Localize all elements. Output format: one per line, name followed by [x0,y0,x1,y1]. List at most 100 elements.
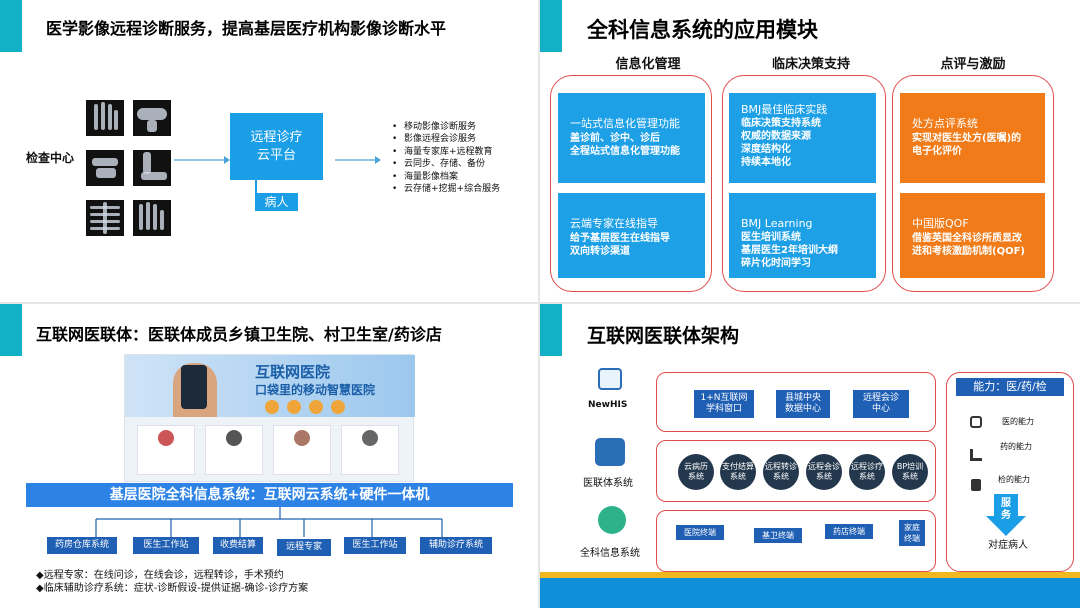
module-card-line: 进和考核激励机制(QOF) [912,246,1025,257]
slide-title: 互联网医联体：医联体成员乡镇卫生院、村卫生室/药诊店 [36,325,442,344]
xray-pelvis-image [133,100,171,136]
left-label-newhis: NewHIS [588,400,628,410]
module-card-line: 临床决策支持系统 [741,118,821,129]
system-pharmacy-warehouse: 药房仓库系统 [47,537,117,554]
drug-ability-icon [970,449,982,461]
slide-divider-horizontal [0,302,1080,304]
row2-item: 支付结算 系统 [720,454,756,490]
left-label-alliance: 医联体系统 [583,478,633,489]
notes: ◆远程专家：在线问诊，在线会诊，远程转诊，手术预约 ◆临床辅助诊疗系统：症状-诊… [36,569,308,595]
module-card-line: 基层医生2年培训大纲 [741,245,838,256]
footer-accent [540,572,1080,578]
banner-subtitle: 口袋里的移动智慧医院 [255,383,376,397]
doctor-card [137,425,195,475]
module-card-line: 碎片化时间学习 [741,258,811,269]
xray-hand2-image [133,200,171,236]
module-card-line: 双向转诊渠道 [570,246,630,257]
bullet-item: 影像远程会诊服务 [392,133,500,145]
service-arrow-icon [986,494,1026,536]
main-system-bar: 基层医院全科信息系统：互联网云系统+硬件一体机 [26,483,513,507]
column-outline [892,75,1054,292]
row3-item: 家庭 终端 [899,520,925,546]
module-card: 云端专家在线指导 给予基层医生在线指导 双向转诊渠道 [558,193,705,278]
note-line: ◆远程专家：在线问诊，在线会诊，远程转诊，手术预约 [36,570,284,581]
module-card: 处方点评系统 实现对医生处方(医嘱)的 电子化评价 [900,93,1045,183]
slide-title: 互联网医联体架构 [587,325,740,347]
xray-ankle-image [133,150,171,186]
module-card-title: BMJ Learning [741,217,813,230]
module-card: BMJ Learning 医生培训系统 基层医生2年培训大纲 碎片化时间学习 [729,193,876,278]
exam-center-label: 检查中心 [26,151,75,165]
doctor-card [205,425,263,475]
row2-item: BP培训 系统 [892,454,928,490]
feature-icon [309,400,323,414]
slide-internet-alliance: 互联网医联体：医联体成员乡镇卫生院、村卫生室/药诊店 互联网医院 口袋里的移动智… [0,304,538,608]
xray-hand-image [86,100,124,136]
arrow-to-services-icon [335,156,381,164]
row2-item: 远程会诊 系统 [806,454,842,490]
slide-title: 全科信息系统的应用模块 [587,18,818,42]
exam-ability-icon [971,479,981,491]
module-card-line: 全程站式信息化管理功能 [570,146,680,157]
row-newhis-outline [656,372,936,432]
row1-item: 远程会诊 中心 [853,390,909,418]
row1-item: 县城中央 数据中心 [776,390,830,418]
slide-alliance-architecture: 互联网医联体架构 NewHIS 医联体系统 全科信息系统 1+N互联网 学科窗口… [540,304,1080,608]
module-card-line: 持续本地化 [741,157,791,168]
feature-icon [265,400,279,414]
row3-item: 医院终端 [676,525,724,540]
connector-line [255,180,257,194]
system-doctor-workstation-2: 医生工作站 [344,537,406,554]
service-label: 服 务 [1001,498,1011,521]
column-outline [550,75,712,292]
slide-imaging-service: 医学影像远程诊断服务，提高基层医疗机构影像诊断水平 检查中心 远程诊疗 云平台 … [0,0,538,302]
app-banner: 互联网医院 口袋里的移动智慧医院 [125,355,415,417]
bullet-item: 云同步、存储、备份 [392,158,500,170]
ability-header: 能力：医/药/检 [956,378,1064,396]
xray-chest-image [86,200,124,236]
row-general-outline [656,510,936,572]
module-card-title: BMJ最佳临床实践 [741,103,828,116]
column-header-decision: 临床决策支持 [771,57,850,72]
system-remote-expert: 远程专家 [277,539,331,556]
alliance-system-icon [595,438,625,466]
ability-label: 检的能力 [998,475,1030,484]
doctor-card [341,425,399,475]
module-card-line: 借鉴英国全科诊所质显改 [912,233,1022,244]
slide-divider-vertical [538,0,540,608]
module-card: 中国版QOF 借鉴英国全科诊所质显改 进和考核激励机制(QOF) [900,193,1045,278]
left-label-general: 全科信息系统 [580,548,640,559]
row2-item: 云病历 系统 [678,454,714,490]
row-alliance-outline [656,440,936,502]
xray-foot-image [86,150,124,186]
slide-title: 医学影像远程诊断服务，提高基层医疗机构影像诊断水平 [46,19,447,38]
arrow-to-cloud-icon [174,156,230,164]
note-line: ◆临床辅助诊疗系统：症状-诊断假设-提供证据-确诊-诊疗方案 [36,583,309,594]
row3-item: 基卫终端 [754,528,802,543]
banner-title: 互联网医院 [255,363,331,381]
doctor-card [273,425,331,475]
row2-item: 远程转诊 系统 [763,454,799,490]
column-header-review: 点评与激励 [940,57,1006,72]
general-info-system-icon [598,506,626,534]
module-card-title: 处方点评系统 [912,117,978,130]
feature-icon [331,400,345,414]
ability-label: 药的能力 [1000,442,1032,451]
doctor-ability-icon [970,416,982,428]
module-card-line: 给予基层医生在线指导 [570,233,670,244]
ability-label: 医的能力 [1002,417,1034,426]
newhis-icon [598,368,622,390]
phone-icon [181,365,207,409]
row1-item: 1+N互联网 学科窗口 [694,390,754,418]
system-billing: 收费结算 [213,537,263,554]
slide-accent-bar [540,304,562,356]
module-card-line: 医生培训系统 [741,232,801,243]
slide-accent-bar [0,304,22,356]
column-outline [722,75,886,292]
cloud-platform-box: 远程诊疗 云平台 [230,113,323,180]
column-header-management: 信息化管理 [615,57,681,72]
system-assisted-diagnosis: 辅助诊疗系统 [420,537,492,554]
module-card-line: 实现对医生处方(医嘱)的 [912,133,1022,144]
module-card-title: 中国版QOF [912,217,969,230]
footer-band [540,572,1080,608]
